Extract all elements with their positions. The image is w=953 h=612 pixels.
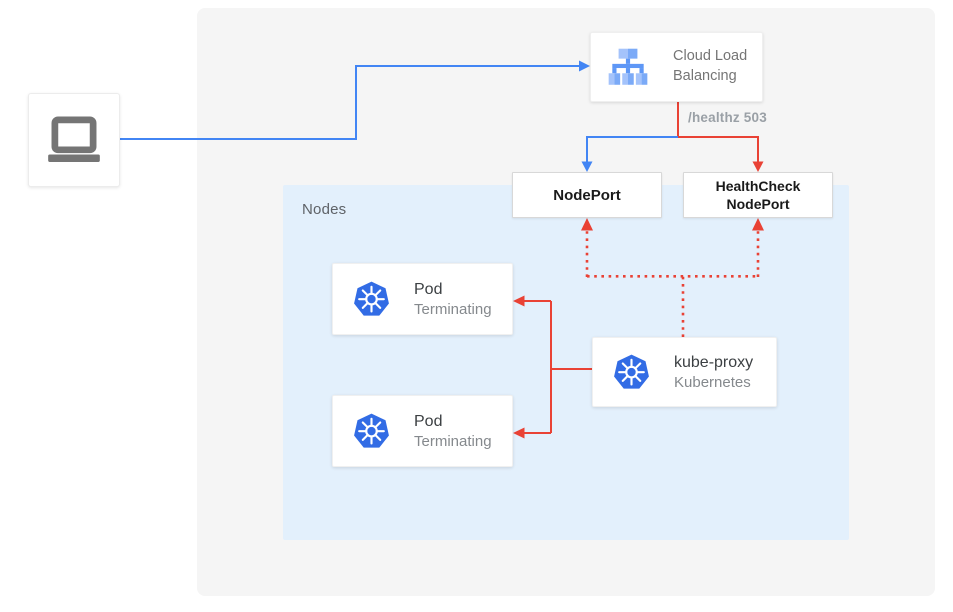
laptop-icon xyxy=(43,109,105,171)
kubernetes-icon xyxy=(351,411,392,452)
kube-proxy-title: kube-proxy xyxy=(674,353,754,371)
cloud-load-balancing-node: Cloud Load Balancing xyxy=(590,32,763,102)
pod-terminating-node-2: Pod Terminating xyxy=(332,395,513,467)
nodeport-label: NodePort xyxy=(553,186,621,204)
pod-title: Pod xyxy=(414,412,443,430)
healthcheck-nodeport-label: HealthCheck NodePort xyxy=(715,177,801,212)
pod-status: Terminating xyxy=(414,432,492,450)
healthz-503-annotation: /healthz 503 xyxy=(688,110,767,125)
kube-proxy-node: kube-proxy Kubernetes xyxy=(592,337,777,407)
pod-title: Pod xyxy=(414,280,443,298)
nodes-panel-label: Nodes xyxy=(302,201,347,218)
cloud-load-balancing-icon xyxy=(605,44,651,90)
cloud-load-balancing-label: Cloud Load Balancing xyxy=(673,48,748,84)
kubernetes-icon xyxy=(611,352,652,393)
kubernetes-icon xyxy=(351,279,392,320)
nodeport-node: NodePort xyxy=(512,172,662,218)
pod-status: Terminating xyxy=(414,300,492,318)
healthcheck-nodeport-node: HealthCheck NodePort xyxy=(683,172,833,218)
pod-terminating-node-1: Pod Terminating xyxy=(332,263,513,335)
client-node xyxy=(28,93,120,187)
kube-proxy-subtitle: Kubernetes xyxy=(674,373,751,391)
